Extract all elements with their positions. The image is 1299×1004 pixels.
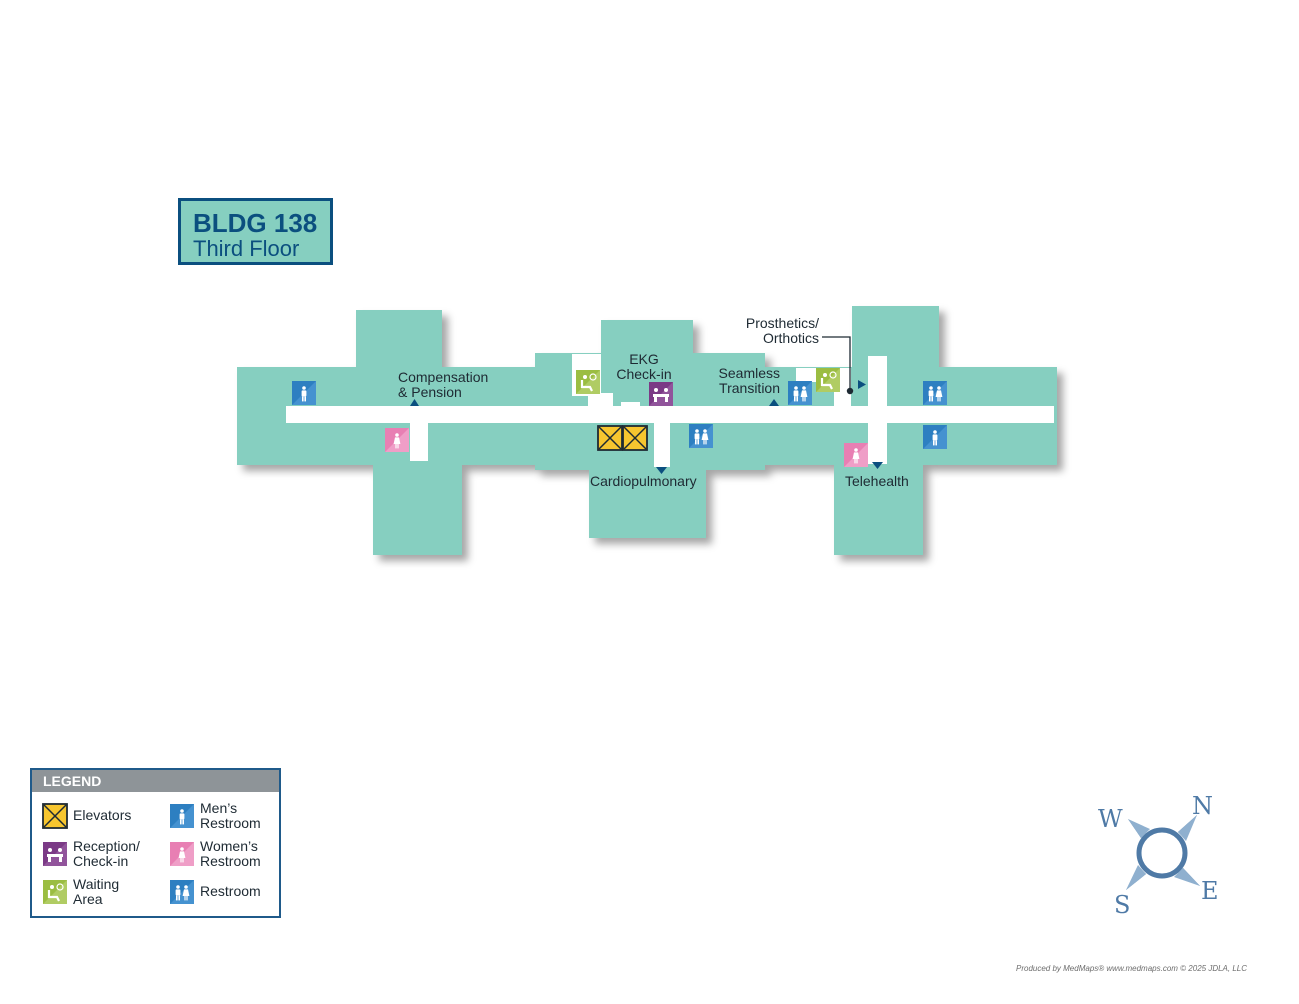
legend-item-mens-restroom: Men’s Restroom: [200, 801, 261, 831]
label-telehealth: Telehealth: [845, 473, 909, 489]
legend-label: Area: [73, 891, 103, 907]
door-arrow-seamless: [769, 399, 779, 406]
legend-item-elevators: Elevators: [73, 808, 131, 823]
mens-restroom-icon: [292, 381, 316, 405]
waiting-area-icon: [816, 368, 840, 392]
prosthetics-leader-line: [822, 336, 854, 395]
restroom-icon: [170, 880, 194, 904]
legend-label: Waiting: [73, 876, 120, 892]
label-line: Transition: [719, 380, 780, 396]
legend-icons: [42, 803, 194, 904]
compass-n: N: [1192, 792, 1213, 820]
floor-name: Third Floor: [193, 236, 300, 261]
door-arrow-compensation: [410, 399, 419, 406]
label-line: Compensation: [398, 369, 489, 385]
credit-line: Produced by MedMaps® www.medmaps.com © 2…: [1016, 964, 1247, 973]
legend-title: LEGEND: [32, 770, 279, 792]
legend-label: Restroom: [200, 853, 261, 869]
waiting-area-icon: [576, 370, 600, 394]
legend-item-restroom: Restroom: [200, 884, 261, 899]
building-floor: [237, 306, 1057, 555]
elevator-icon: [597, 425, 648, 451]
compass-rose: [1126, 815, 1200, 890]
label-line: Orthotics: [762, 330, 819, 346]
legend-label: Restroom: [200, 815, 261, 831]
label-line: & Pension: [398, 384, 462, 400]
door-arrow-telehealth: [872, 462, 883, 469]
legend-label: Check-in: [73, 853, 129, 869]
compass-s: S: [1114, 891, 1130, 919]
label-compensation-pension: Compensation & Pension: [398, 370, 488, 400]
mens-restroom-icon: [170, 804, 194, 828]
womens-restroom-icon: [844, 443, 868, 467]
legend-label: Men’s: [200, 800, 238, 816]
label-prosthetics-orthotics: Prosthetics/ Orthotics: [734, 316, 819, 346]
label-ekg-checkin: EKG Check-in: [612, 352, 676, 382]
legend: LEGEND: [30, 768, 281, 918]
legend-label: Restroom: [200, 883, 261, 899]
label-cardiopulmonary: Cardiopulmonary: [590, 473, 697, 489]
building-title-box: BLDG 138 Third Floor: [178, 198, 333, 265]
waiting-area-icon: [43, 880, 67, 904]
elevator-icon: [42, 803, 68, 829]
legend-item-reception: Reception/ Check-in: [73, 839, 140, 869]
compass-w: W: [1098, 805, 1123, 833]
label-line: EKG: [629, 351, 659, 367]
entrance-markers: [410, 380, 883, 474]
label-line: Prosthetics/: [745, 315, 819, 331]
label-line: Seamless: [718, 365, 780, 381]
label-seamless-transition: Seamless Transition: [712, 366, 780, 396]
womens-restroom-icon: [385, 428, 409, 452]
legend-label: Reception/: [73, 838, 140, 854]
compass-e: E: [1201, 877, 1219, 905]
restroom-icon: [788, 381, 812, 405]
restroom-icon: [689, 424, 713, 448]
mens-restroom-icon: [923, 425, 947, 449]
reception-icon: [43, 842, 67, 866]
restroom-icon: [923, 381, 947, 405]
womens-restroom-icon: [170, 842, 194, 866]
building-name: BLDG 138: [193, 208, 318, 238]
label-line: Check-in: [616, 366, 672, 382]
legend-item-womens-restroom: Women’s Restroom: [200, 839, 261, 869]
legend-label: Women’s: [200, 838, 258, 854]
reception-icon: [649, 382, 673, 406]
legend-label: Elevators: [73, 807, 132, 823]
door-arrow-cardiopulmonary: [656, 467, 667, 474]
door-arrow-prosthetics: [858, 380, 866, 389]
legend-item-waiting-area: Waiting Area: [73, 877, 119, 907]
